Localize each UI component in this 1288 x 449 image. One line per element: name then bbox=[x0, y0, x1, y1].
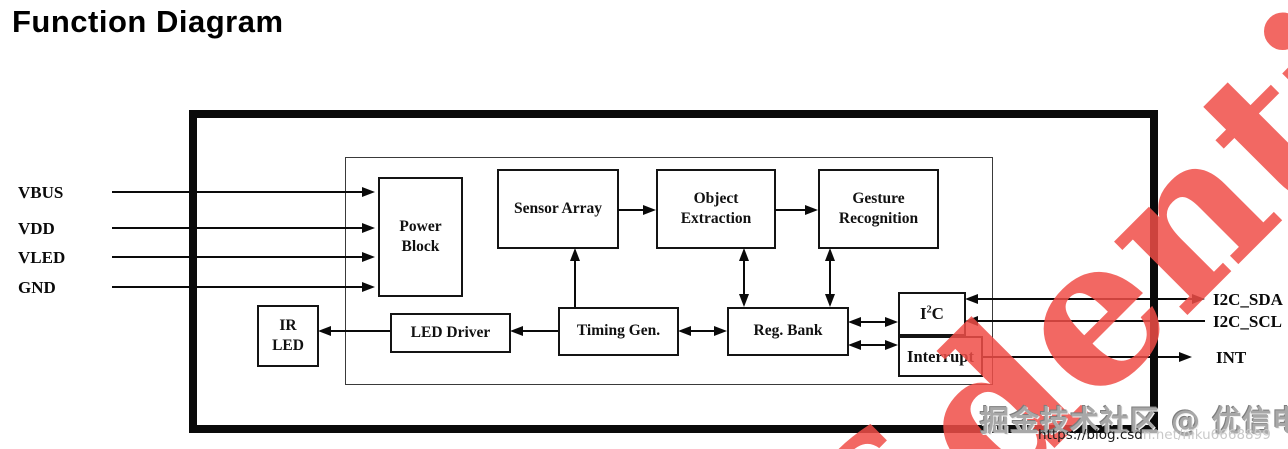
wire-leddriver-to-irled-line bbox=[329, 330, 390, 332]
chip-outline-box bbox=[189, 110, 1158, 433]
core-outline-box bbox=[345, 157, 993, 385]
community-watermark: 掘金技术社区 @ 优信电子 bbox=[980, 404, 1288, 438]
wire-i2c-scl-line bbox=[976, 320, 1205, 322]
pin-label-int: INT bbox=[1216, 348, 1247, 367]
wire-gesture-regbank-arrowhead-up bbox=[825, 248, 835, 261]
pin-label-i2c-scl: I2C_SCL bbox=[1213, 312, 1282, 331]
block-timing-gen-label: Timing Gen. bbox=[576, 322, 661, 340]
wire-int-line bbox=[983, 356, 1181, 358]
blog-url-light-part: n.net/niku6668899 bbox=[1142, 427, 1271, 443]
wire-gesture-regbank-arrowhead-down bbox=[825, 294, 835, 307]
wire-regbank-interrupt-line bbox=[859, 344, 887, 346]
wire-timing-to-leddriver-arrowhead bbox=[510, 326, 523, 336]
wire-regbank-timing-arrowhead-left bbox=[678, 326, 691, 336]
block-object-extraction: Object Extraction bbox=[656, 169, 776, 249]
block-gesture-recognition: Gesture Recognition bbox=[818, 169, 939, 249]
block-i2c: I2C bbox=[898, 292, 966, 336]
pin-label-vdd: VDD bbox=[18, 219, 55, 238]
block-interrupt: Interrupt bbox=[898, 336, 983, 377]
blog-url-dark-part: https://blog.csd bbox=[1038, 427, 1143, 443]
block-object-extraction-label: Object Extraction bbox=[680, 189, 752, 227]
block-sensor-array-label: Sensor Array bbox=[514, 199, 602, 217]
block-power: Power Block bbox=[378, 177, 463, 297]
block-interrupt-label: Interrupt bbox=[907, 346, 974, 366]
wire-regbank-timing-arrowhead-right bbox=[714, 326, 727, 336]
pin-label-gnd: GND bbox=[18, 278, 56, 297]
blog-url-watermark: https://blog.csdn.net/niku6668899 bbox=[1038, 427, 1271, 443]
wire-vdd-arrowhead bbox=[362, 223, 375, 233]
block-ir-led-label: IR LED bbox=[272, 316, 304, 354]
page-title: Function Diagram bbox=[12, 4, 284, 39]
wire-object-regbank-arrowhead-down bbox=[739, 294, 749, 307]
wire-object-regbank-arrowhead-up bbox=[739, 248, 749, 261]
wire-sensor-to-object-line bbox=[618, 209, 646, 211]
wire-gnd-line bbox=[112, 286, 365, 288]
block-reg-bank: Reg. Bank bbox=[727, 307, 849, 356]
wire-regbank-i2c-arrowhead-right bbox=[885, 317, 898, 327]
wire-i2c-sda-arrowhead-left bbox=[965, 294, 978, 304]
wire-regbank-i2c-arrowhead-left bbox=[848, 317, 861, 327]
wire-timing-to-sensor-line bbox=[574, 259, 576, 307]
block-ir-led: IR LED bbox=[257, 305, 319, 367]
block-led-driver: LED Driver bbox=[390, 313, 511, 353]
wire-timing-to-leddriver-line bbox=[521, 330, 558, 332]
block-timing-gen: Timing Gen. bbox=[558, 307, 679, 356]
pin-label-i2c-sda: I2C_SDA bbox=[1213, 290, 1283, 309]
wire-int-arrowhead bbox=[1179, 352, 1192, 362]
block-reg-bank-label: Reg. Bank bbox=[753, 322, 823, 340]
wire-sensor-to-object-arrowhead bbox=[643, 205, 656, 215]
pin-label-vbus: VBUS bbox=[18, 183, 64, 202]
block-gesture-recognition-label: Gesture Recognition bbox=[838, 189, 919, 227]
block-power-label: Power Block bbox=[399, 217, 442, 255]
wire-timing-to-sensor-arrowhead bbox=[570, 248, 580, 261]
block-led-driver-label: LED Driver bbox=[410, 323, 491, 341]
wire-object-regbank-line bbox=[743, 259, 745, 296]
block-sensor-array: Sensor Array bbox=[497, 169, 619, 249]
pin-label-vled: VLED bbox=[18, 248, 66, 267]
wire-object-to-gesture-arrowhead bbox=[805, 205, 818, 215]
wire-vled-line bbox=[112, 256, 365, 258]
block-i2c-label: I2C bbox=[920, 303, 944, 323]
wire-regbank-i2c-line bbox=[859, 321, 887, 323]
wire-regbank-timing-line bbox=[689, 330, 716, 332]
wire-gnd-arrowhead bbox=[362, 282, 375, 292]
wire-object-to-gesture-line bbox=[775, 209, 808, 211]
wire-vbus-arrowhead bbox=[362, 187, 375, 197]
wire-i2c-sda-arrowhead-right bbox=[1192, 294, 1205, 304]
wire-i2c-sda-line bbox=[976, 298, 1194, 300]
wire-i2c-scl-arrowhead-left bbox=[965, 316, 978, 326]
wire-vbus-line bbox=[112, 191, 365, 193]
wire-regbank-interrupt-arrowhead-left bbox=[848, 340, 861, 350]
wire-vled-arrowhead bbox=[362, 252, 375, 262]
wire-vdd-line bbox=[112, 227, 365, 229]
wire-gesture-regbank-line bbox=[829, 259, 831, 296]
wire-leddriver-to-irled-arrowhead bbox=[318, 326, 331, 336]
wire-regbank-interrupt-arrowhead-right bbox=[885, 340, 898, 350]
